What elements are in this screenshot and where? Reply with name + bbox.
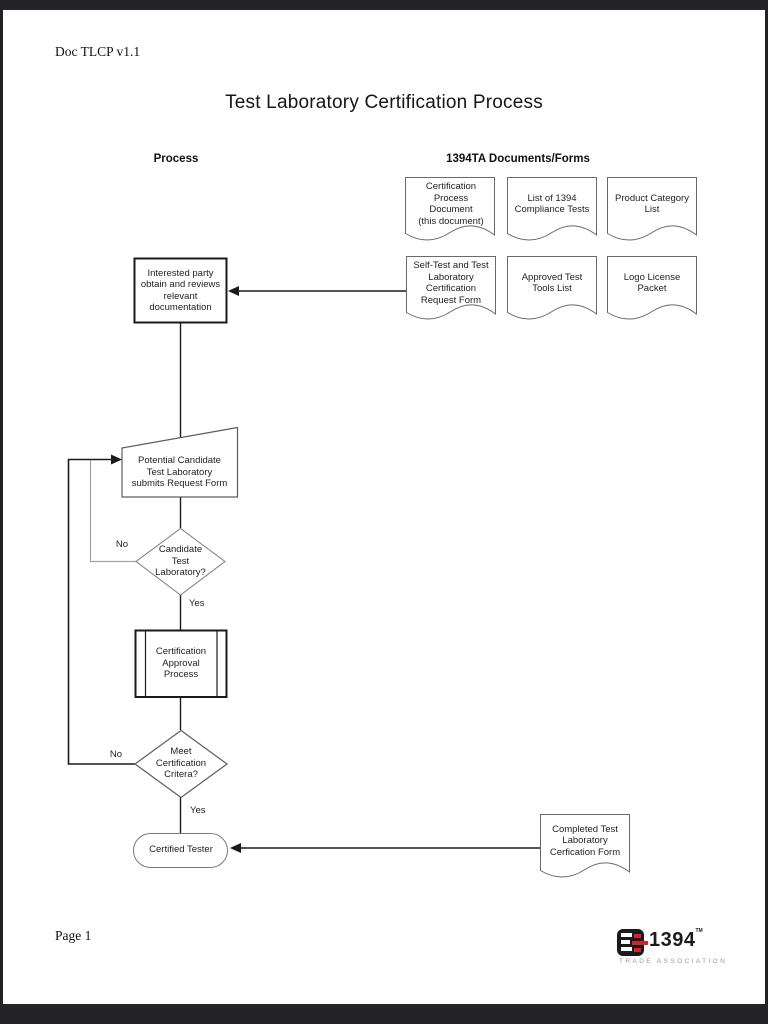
arrowhead-into-interested xyxy=(228,286,239,296)
logo-subtext: TRADE ASSOCIATION xyxy=(619,958,728,965)
1394-trade-association-logo: 1394TM TRADE ASSOCIATION xyxy=(615,927,725,969)
arrowhead-into-submit xyxy=(111,454,122,465)
doc-label-self-test-request: Self-Test and Test Laboratory Certificat… xyxy=(413,260,489,306)
logo-bar-red-2 xyxy=(632,941,648,945)
doc-label-compliance-tests: List of 1394 Compliance Tests xyxy=(514,192,590,216)
node-label-decision-candidate: Candidate Test Laboratory? xyxy=(155,544,206,579)
logo-trademark: TM xyxy=(695,928,703,934)
process-box-interested xyxy=(133,257,228,324)
page-number: Page 1 xyxy=(55,928,92,943)
logo-bar-red-1 xyxy=(634,934,641,938)
logo-brand-text: 1394TM xyxy=(649,928,703,951)
node-label-decision-criteria: Meet Certification Critera? xyxy=(155,746,207,781)
arrowhead-into-certified xyxy=(230,843,241,853)
decision-diamond-candidate xyxy=(135,527,226,596)
logo-bar-white-2 xyxy=(621,940,630,944)
logo-bar-red-3 xyxy=(634,948,641,952)
doc-label-certification-process: Certification Process Document (this doc… xyxy=(418,181,484,227)
logo-bar-white-3 xyxy=(621,947,632,951)
node-label-submit: Potential Candidate Test Laboratory subm… xyxy=(131,455,228,490)
documents-column-header: 1394TA Documents/Forms xyxy=(446,153,590,165)
doc-label-product-category: Product Category List xyxy=(615,192,689,216)
branch-label-no-criteria: No xyxy=(109,749,123,760)
feedback-line-decision2-no xyxy=(67,458,135,765)
branch-label-yes-candidate: Yes xyxy=(189,598,205,609)
logo-bar-white-1 xyxy=(621,933,632,937)
manual-input-submit xyxy=(121,426,239,498)
branch-label-no-candidate: No xyxy=(115,539,129,550)
process-column-header: Process xyxy=(153,153,199,165)
node-label-approval: Certification Approval Process xyxy=(155,646,207,681)
node-label-interested: Interested party obtain and reviews rele… xyxy=(140,267,221,314)
page-title: Test Laboratory Certification Process xyxy=(225,92,543,113)
1394-logo-mark-icon xyxy=(617,929,648,956)
doc-label-logo-license: Logo License Packet xyxy=(623,271,681,295)
doc-label-approved-tools: Approved Test Tools List xyxy=(521,271,583,295)
predefined-process-approval xyxy=(134,629,228,698)
feedback-line-decision1-no xyxy=(89,460,136,563)
terminator-certified xyxy=(133,833,228,868)
branch-label-yes-criteria: Yes xyxy=(190,805,206,816)
document-sheet xyxy=(3,10,765,1004)
node-label-certified: Certified Tester xyxy=(149,844,213,856)
decision-diamond-criteria xyxy=(133,729,229,799)
doc-label-completed-form: Completed Test Laboratory Cerfication Fo… xyxy=(549,823,621,858)
doc-reference: Doc TLCP v1.1 xyxy=(55,44,141,59)
